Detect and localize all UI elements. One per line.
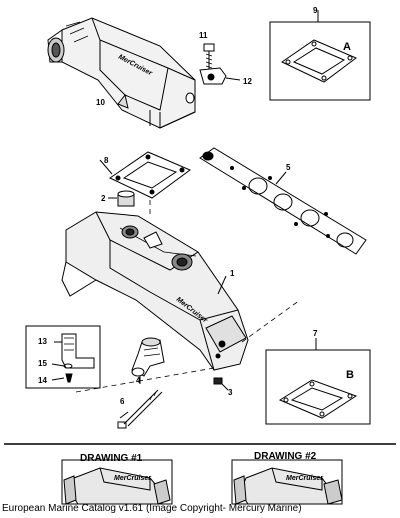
part-4-fitting — [131, 337, 165, 384]
callout-8: 8 — [104, 156, 109, 165]
callout-5: 5 — [286, 163, 291, 172]
drawing-1-label: DRAWING #1 — [80, 453, 143, 464]
part-5-manifold-gasket — [199, 147, 367, 255]
callout-15: 15 — [38, 359, 47, 368]
callout-2: 2 — [101, 194, 106, 203]
part-11-bolt — [203, 43, 215, 72]
callout-4: 4 — [136, 376, 141, 385]
inset-label-b: B — [346, 369, 354, 381]
drawing-2-thumbnail: MerCruiser — [231, 459, 343, 505]
callout-10: 10 — [96, 98, 105, 107]
callout-9: 9 — [313, 6, 318, 15]
inset-parts-13-15-frame — [25, 325, 101, 389]
inset-b-frame — [265, 338, 371, 425]
callout-7: 7 — [313, 329, 318, 338]
part-1-exhaust-manifold: MerCruiser — [61, 211, 249, 371]
part-8-gasket — [99, 151, 191, 199]
callout-1: 1 — [230, 269, 235, 278]
callout-3: 3 — [228, 388, 233, 397]
callout-12: 12 — [243, 77, 252, 86]
part-10-exhaust-elbow: MerCruiser — [47, 17, 196, 129]
part-6-stud-bolt — [117, 389, 163, 429]
callout-13: 13 — [38, 337, 47, 346]
drawing-2-label: DRAWING #2 — [254, 451, 317, 462]
part-3-nut — [213, 377, 229, 391]
logo-text-d1: MerCruiser — [114, 475, 152, 482]
logo-text-d2: MerCruiser — [286, 475, 324, 482]
callout-6: 6 — [120, 397, 125, 406]
callout-14: 14 — [38, 376, 47, 385]
part-2-plug — [108, 190, 135, 207]
callout-11: 11 — [199, 31, 208, 40]
inset-label-a: A — [343, 41, 351, 53]
inset-a-frame — [269, 10, 371, 101]
image-caption: European Marine Catalog v1.61 (Image Cop… — [2, 503, 302, 514]
alignment-lines — [75, 200, 301, 393]
drawing-1-thumbnail: MerCruiser — [61, 459, 173, 505]
part-12-clip — [199, 67, 241, 85]
